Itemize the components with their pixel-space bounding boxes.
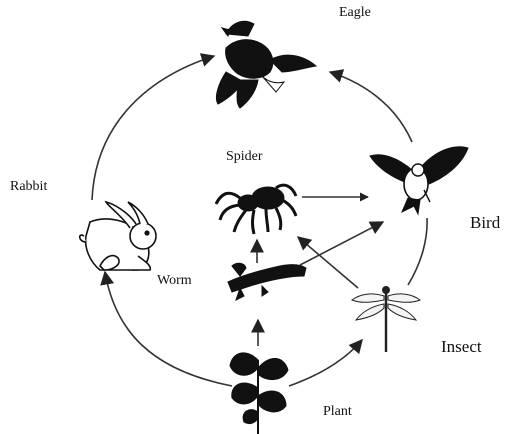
label-worm: Worm <box>157 273 192 289</box>
eagle-icon <box>216 21 316 108</box>
label-plant: Plant <box>323 404 352 420</box>
arrow-bird-to-eagle <box>330 72 412 142</box>
label-bird: Bird <box>470 213 500 233</box>
arrow-rabbit-to-eagle <box>92 56 214 200</box>
arrow-insect-to-spider <box>298 237 358 288</box>
bird-icon <box>370 147 468 214</box>
arrow-plant-to-insect <box>289 340 362 386</box>
rabbit-icon <box>80 202 156 270</box>
label-spider: Spider <box>226 149 263 165</box>
label-insect: Insect <box>441 337 482 357</box>
dragonfly-icon <box>352 287 420 353</box>
spider-icon <box>216 185 296 234</box>
label-eagle: Eagle <box>339 5 371 21</box>
arrow-plant-to-rabbit <box>105 272 232 386</box>
plant-icon <box>230 353 288 434</box>
worm-icon <box>228 263 306 300</box>
label-rabbit: Rabbit <box>10 179 47 195</box>
arrow-insect-to-bird <box>408 218 427 285</box>
arrow-worm-to-bird <box>300 222 383 265</box>
